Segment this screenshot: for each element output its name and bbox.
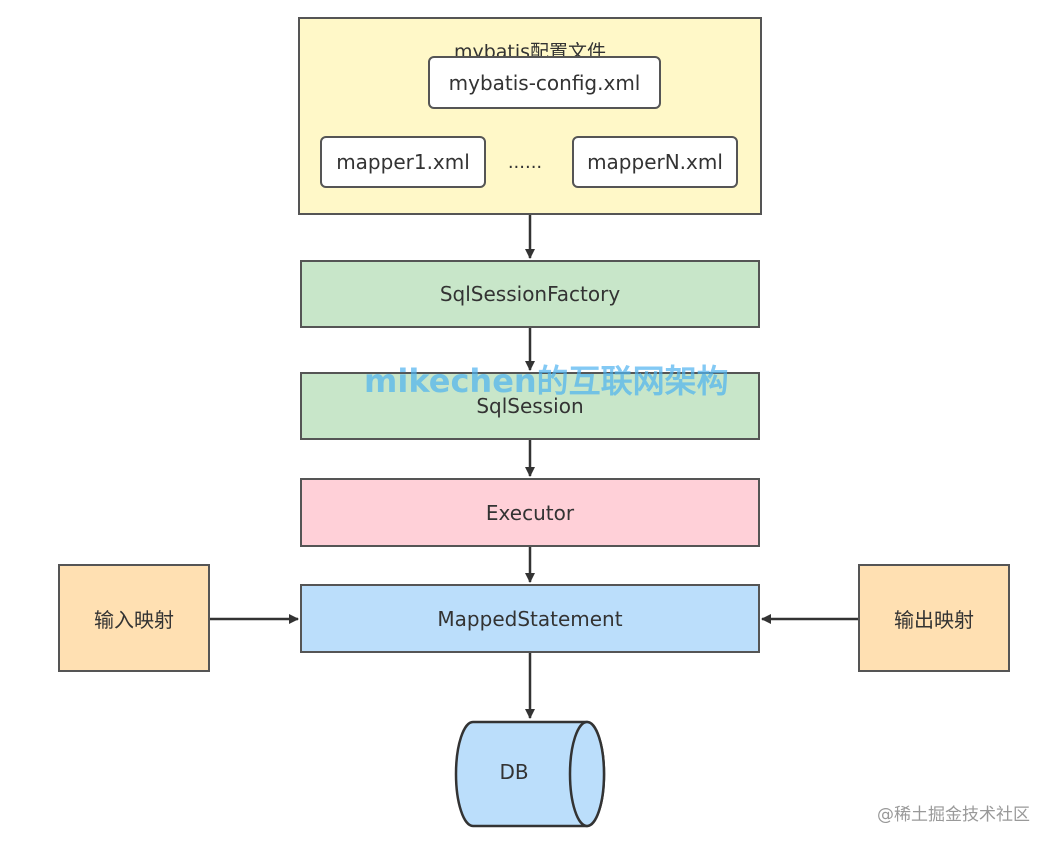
mybatis-config-file: mybatis-config.xml (428, 56, 661, 109)
watermark: mikechen的互联网架构 (364, 362, 729, 400)
output-mapping-box: 输出映射 (858, 564, 1010, 672)
mapperN-file: mapperN.xml (572, 136, 738, 188)
db-cylinder-cap (568, 720, 606, 828)
mapper1-file: mapper1.xml (320, 136, 486, 188)
sqlsession-box: SqlSession (300, 372, 760, 440)
input-mapping-box: 输入映射 (58, 564, 210, 672)
db-label: DB (499, 760, 529, 784)
credit-watermark: @稀土掘金技术社区 (877, 805, 1030, 825)
executor-box: Executor (300, 478, 760, 547)
sqlsessionfactory-box: SqlSessionFactory (300, 260, 760, 328)
db-cylinder (454, 720, 606, 828)
mappedstatement-box: MappedStatement (300, 584, 760, 653)
mapper-ellipsis: ...... (507, 152, 543, 173)
